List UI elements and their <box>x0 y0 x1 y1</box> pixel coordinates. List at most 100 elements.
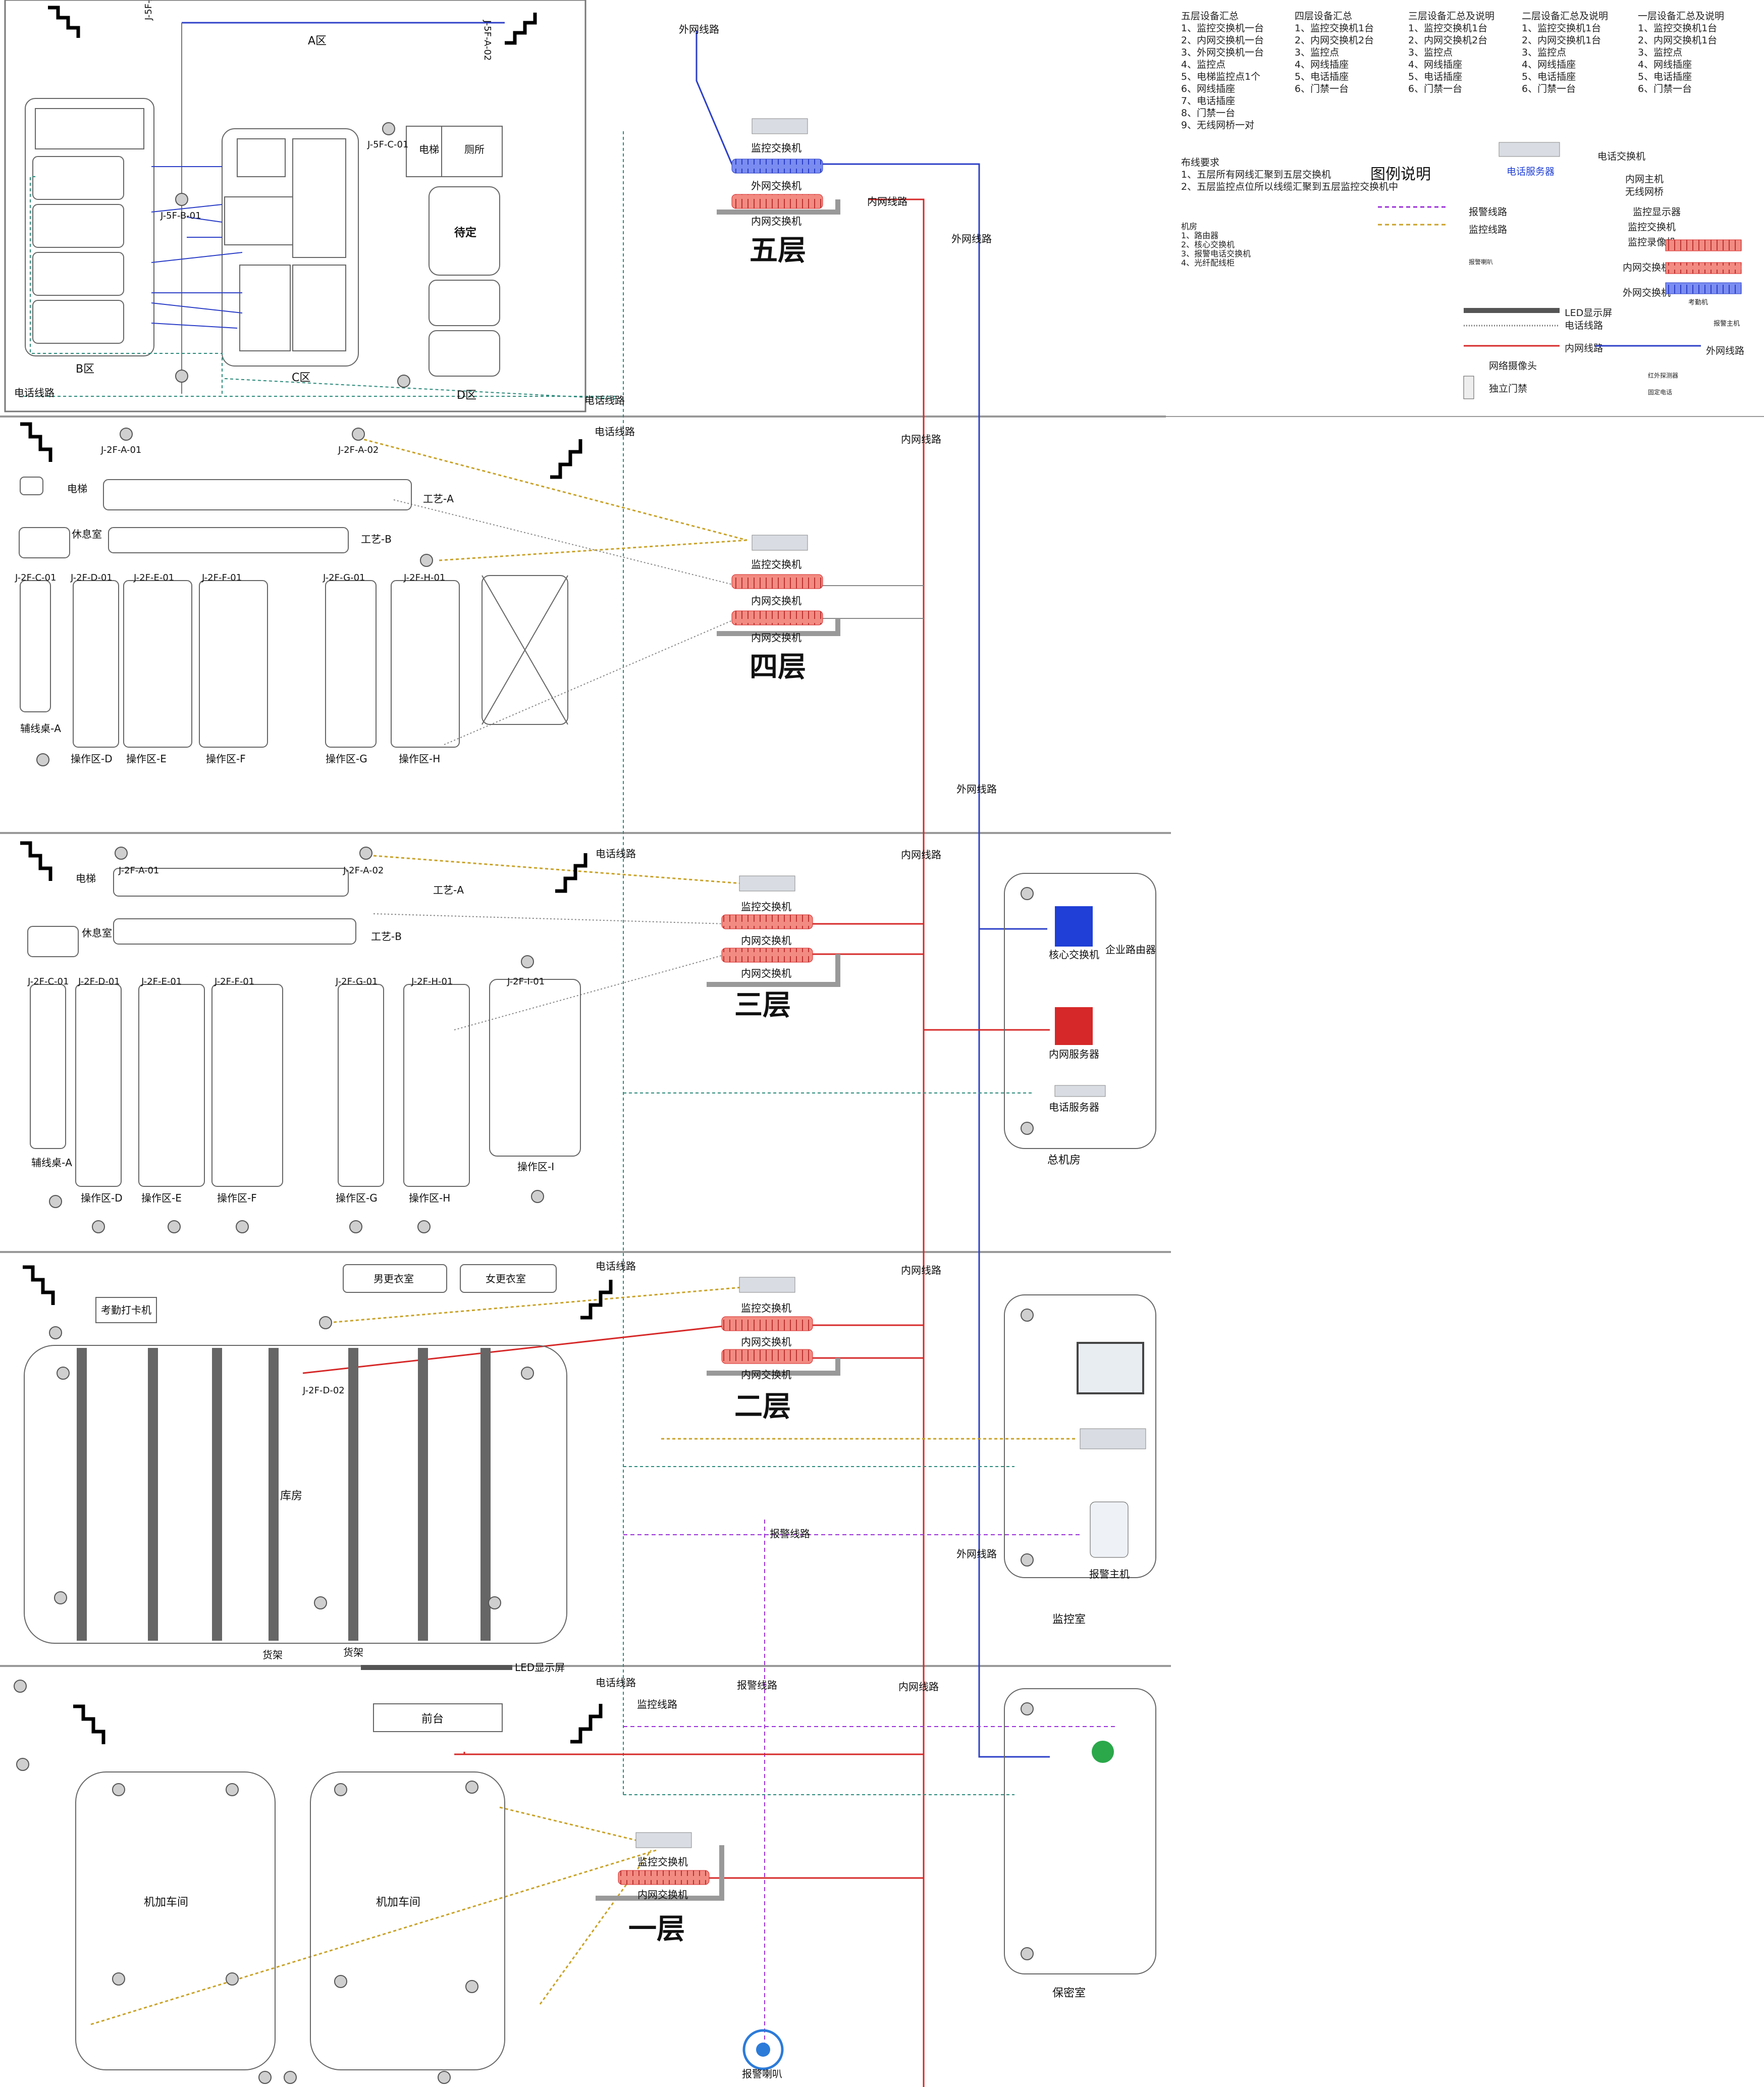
svg-text:内网交换机: 内网交换机 <box>741 1336 791 1348</box>
svg-text:外网线路: 外网线路 <box>956 783 997 795</box>
wiring-title: 布线要求 <box>1181 157 1220 168</box>
svg-text:J-5F-A-02: J-5F-A-02 <box>482 20 493 61</box>
svg-text:内网交换机: 内网交换机 <box>741 934 791 947</box>
summary-title: 五层设备汇总 <box>1181 11 1239 22</box>
summary-item: 6、门禁一台 <box>1522 83 1576 94</box>
svg-text:J-2F-F-01: J-2F-F-01 <box>214 976 254 987</box>
svg-text:J-2F-F-01: J-2F-F-01 <box>201 572 242 583</box>
svg-text:内网服务器: 内网服务器 <box>1049 1048 1099 1060</box>
summary-item: 2、内网交换机1台 <box>1522 35 1601 46</box>
svg-text:J-2F-D-01: J-2F-D-01 <box>78 976 120 987</box>
svg-text:J-2F-A-01: J-2F-A-01 <box>100 445 141 455</box>
svg-text:男更衣室: 男更衣室 <box>373 1273 414 1285</box>
legend-recorder: 监控录像机 <box>1628 237 1676 248</box>
svg-text:工艺-B: 工艺-B <box>361 533 392 545</box>
svg-text:货架: 货架 <box>343 1646 363 1658</box>
svg-text:内网线路: 内网线路 <box>901 849 941 861</box>
legend-lan-switch: 内网交换机 <box>1623 262 1671 273</box>
svg-text:内网线路: 内网线路 <box>901 433 941 445</box>
summary-item: 6、门禁一台 <box>1295 83 1349 94</box>
svg-text:电话线路: 电话线路 <box>596 848 636 860</box>
svg-text:电话线路: 电话线路 <box>584 394 625 406</box>
svg-text:外网交换机: 外网交换机 <box>751 180 801 192</box>
machine-room-item: 1、路由器 <box>1181 231 1219 240</box>
summary-title: 二层设备汇总及说明 <box>1522 11 1609 22</box>
summary-item: 5、电话插座 <box>1522 71 1576 82</box>
legend-door: 独立门禁 <box>1489 383 1528 394</box>
svg-text:考勤打卡机: 考勤打卡机 <box>101 1304 151 1316</box>
f5-switches: 监控交换机 外网交换机 内网交换机 五层 <box>717 118 840 267</box>
legend-led: LED显示屏 <box>1565 307 1613 319</box>
legend-fixed-phone: 固定电话 <box>1648 389 1673 396</box>
svg-text:操作区-H: 操作区-H <box>399 753 440 765</box>
legend-monitor-switch: 监控交换机 <box>1628 222 1676 233</box>
svg-text:保密室: 保密室 <box>1052 1987 1086 2000</box>
svg-text:J-5F-B-01: J-5F-B-01 <box>160 211 201 221</box>
f1-layout <box>75 1703 505 2070</box>
svg-text:二层: 二层 <box>734 1390 791 1423</box>
svg-text:内网交换机: 内网交换机 <box>741 1369 791 1381</box>
svg-text:电梯: 电梯 <box>67 483 87 495</box>
svg-text:监控交换机: 监控交换机 <box>741 1302 791 1314</box>
svg-text:休息室: 休息室 <box>82 927 112 939</box>
svg-text:监控室: 监控室 <box>1052 1613 1086 1626</box>
summary-item: 4、网线插座 <box>1638 59 1692 70</box>
svg-text:J-2F-G-01: J-2F-G-01 <box>323 572 365 583</box>
svg-text:内网线路: 内网线路 <box>867 195 907 207</box>
svg-text:外网线路: 外网线路 <box>956 1548 997 1560</box>
f4-switches: 监控交换机 内网交换机 内网交换机 四层 <box>717 535 840 684</box>
f2-switches: 监控交换机 内网交换机 内网交换机 二层 <box>707 1277 840 1423</box>
svg-text:J-2F-A-02: J-2F-A-02 <box>338 445 379 455</box>
f5-rooms <box>25 98 503 377</box>
f1-labels: 机加车间 机加车间 前台 报警喇叭 <box>144 1713 784 2080</box>
svg-text:监控交换机: 监控交换机 <box>751 142 801 154</box>
machine-room-item: 2、核心交换机 <box>1181 240 1235 249</box>
summary-f5: 五层设备汇总 1、监控交换机一台 2、内网交换机一台 3、外网交换机一台 4、监… <box>1181 10 1292 131</box>
f5-labels: A区 B区 C区 D区 待定 电梯 厕所 电话线路 电话线路 外网线路 内网线路… <box>14 0 992 445</box>
summary-item: 6、网线插座 <box>1181 83 1236 94</box>
summary-item: 5、电梯监控点1个 <box>1181 71 1261 82</box>
summary-f3: 三层设备汇总及说明 1、监控交换机1台 2、内网交换机2台 3、监控点 4、网线… <box>1408 10 1519 95</box>
svg-text:J-2F-D-01: J-2F-D-01 <box>70 572 113 583</box>
summary-f4: 四层设备汇总 1、监控交换机1台 2、内网交换机2台 3、监控点 4、网线插座 … <box>1295 10 1406 95</box>
legend-ir-detector: 红外探测器 <box>1648 372 1679 379</box>
svg-text:工艺-A: 工艺-A <box>433 884 464 896</box>
f3-switches: 监控交换机 内网交换机 内网交换机 三层 <box>707 875 840 1022</box>
right-rooms <box>1004 873 1156 1974</box>
svg-text:J-2F-E-01: J-2F-E-01 <box>133 572 174 583</box>
svg-text:企业路由器: 企业路由器 <box>1105 944 1156 956</box>
svg-text:外网线路: 外网线路 <box>679 23 719 35</box>
summary-item: 3、监控点 <box>1522 47 1567 58</box>
svg-text:电话线路: 电话线路 <box>595 426 635 438</box>
svg-text:机加车间: 机加车间 <box>376 1896 420 1909</box>
svg-text:核心交换机: 核心交换机 <box>1049 949 1099 961</box>
svg-text:操作区-D: 操作区-D <box>71 753 113 765</box>
legend-alarm-line: 报警线路 <box>1469 206 1508 218</box>
svg-text:J-2F-E-01: J-2F-E-01 <box>141 976 182 987</box>
svg-text:内网交换机: 内网交换机 <box>751 595 801 607</box>
machine-room-note: 机房 1、路由器 2、核心交换机 3、报警电话交换机 4、光纤配线柜 <box>1181 222 1251 268</box>
legend-alarm-speaker: 报警喇叭 <box>1469 258 1493 266</box>
svg-text:内网交换机: 内网交换机 <box>637 1889 688 1901</box>
summary-item: 5、电话插座 <box>1408 71 1463 82</box>
main-room-devices: 核心交换机 企业路由器 内网服务器 电话服务器 总机房 <box>1047 906 1156 1167</box>
svg-text:电梯: 电梯 <box>76 872 96 884</box>
summary-item: 8、门禁一台 <box>1181 108 1236 119</box>
summary-item: 4、网线插座 <box>1295 59 1349 70</box>
summary-item: 1、监控交换机1台 <box>1408 23 1488 34</box>
camera-icons <box>14 122 1034 2084</box>
floor-separators <box>0 415 1764 1667</box>
legend-monitor-line: 监控线路 <box>1469 224 1508 235</box>
summary-item: 5、电话插座 <box>1638 71 1692 82</box>
svg-text:J-5F-C-01: J-5F-C-01 <box>367 139 408 150</box>
summary-f2: 二层设备汇总及说明 1、监控交换机1台 2、内网交换机1台 3、监控点 4、网线… <box>1522 10 1633 95</box>
svg-text:辅线桌-A: 辅线桌-A <box>20 722 61 735</box>
svg-text:B区: B区 <box>76 363 94 376</box>
svg-text:J-2F-C-01: J-2F-C-01 <box>27 976 69 987</box>
svg-text:外网线路: 外网线路 <box>951 233 992 245</box>
legend-lan-line: 内网线路 <box>1565 343 1603 354</box>
svg-text:报警主机: 报警主机 <box>1089 1568 1130 1580</box>
svg-text:操作区-E: 操作区-E <box>141 1192 182 1204</box>
svg-text:J-2F-H-01: J-2F-H-01 <box>411 976 453 987</box>
